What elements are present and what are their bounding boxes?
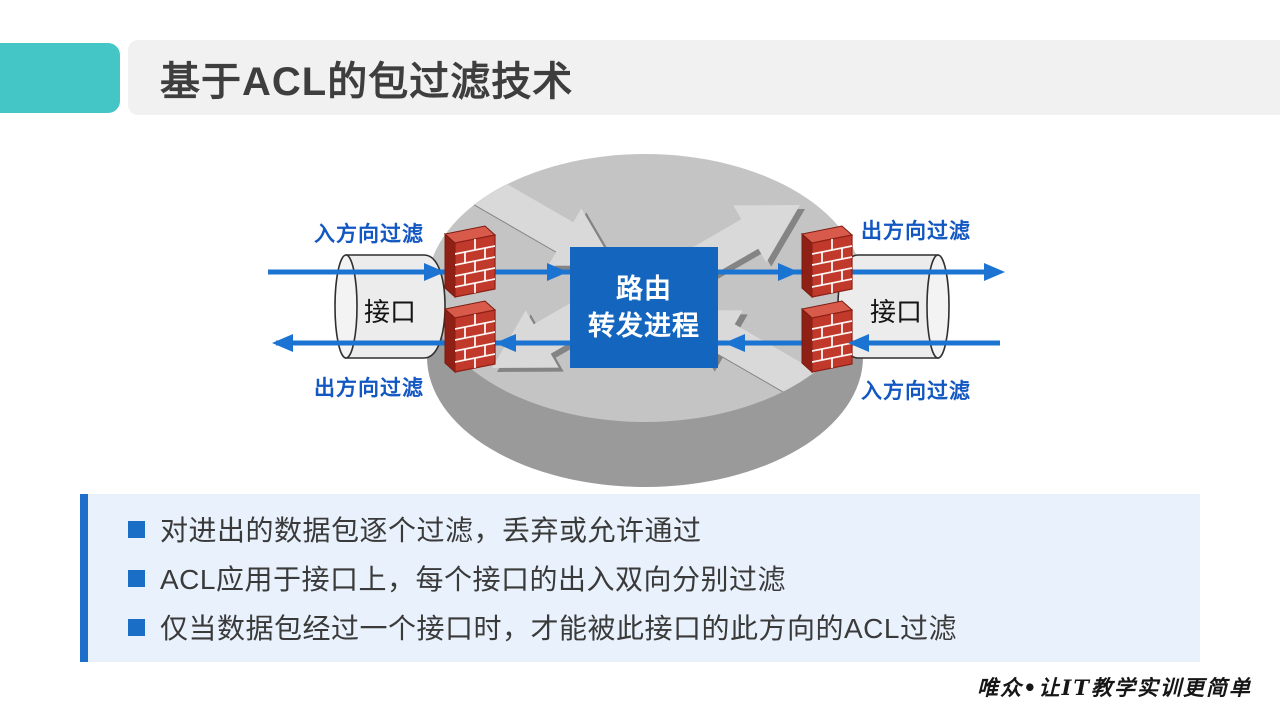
firewall-icon [801, 225, 853, 298]
brand-watermark: 唯众•让IT教学实训更简单 [977, 675, 1252, 700]
bullet-square-icon [128, 618, 145, 636]
label-outbound-filter-right: 出方向过滤 [861, 220, 971, 243]
firewall-icon [444, 300, 496, 373]
label-outbound-filter-left: 出方向过滤 [314, 377, 424, 400]
routing-process-line2: 转发进程 [588, 310, 700, 341]
firewall-icon [444, 225, 496, 298]
title-strip: 基于ACL的包过滤技术 [128, 40, 1280, 115]
list-item: 仅当数据包经过一个接口时，才能被此接口的此方向的ACL过滤 [128, 607, 1200, 647]
interface-cylinder-left [334, 254, 446, 359]
title-accent-tab [0, 43, 120, 113]
interface-label-right: 接口 [869, 297, 922, 327]
bullet-square-icon [128, 569, 145, 587]
summary-panel: 对进出的数据包逐个过滤，丢弃或允许通过 ACL应用于接口上，每个接口的出入双向分… [80, 494, 1200, 662]
routing-process-label: 路由 转发进程 [570, 247, 718, 368]
label-inbound-filter-right: 入方向过滤 [861, 380, 971, 403]
list-item: 对进出的数据包逐个过滤，丢弃或允许通过 [128, 509, 1200, 549]
flow-arrowheads [272, 263, 1005, 352]
list-item: ACL应用于接口上，每个接口的出入双向分别过滤 [128, 558, 1200, 598]
bullet-text: ACL应用于接口上，每个接口的出入双向分别过滤 [160, 564, 786, 595]
label-inbound-filter-left: 入方向过滤 [314, 223, 424, 246]
routing-process-line1: 路由 [616, 273, 672, 304]
bullet-square-icon [128, 520, 145, 538]
routing-process-box [570, 247, 718, 368]
bullet-text: 对进出的数据包逐个过滤，丢弃或允许通过 [160, 515, 702, 546]
interface-label-left: 接口 [363, 297, 416, 327]
bullet-text: 仅当数据包经过一个接口时，才能被此接口的此方向的ACL过滤 [160, 613, 957, 644]
page-title: 基于ACL的包过滤技术 [160, 59, 574, 104]
